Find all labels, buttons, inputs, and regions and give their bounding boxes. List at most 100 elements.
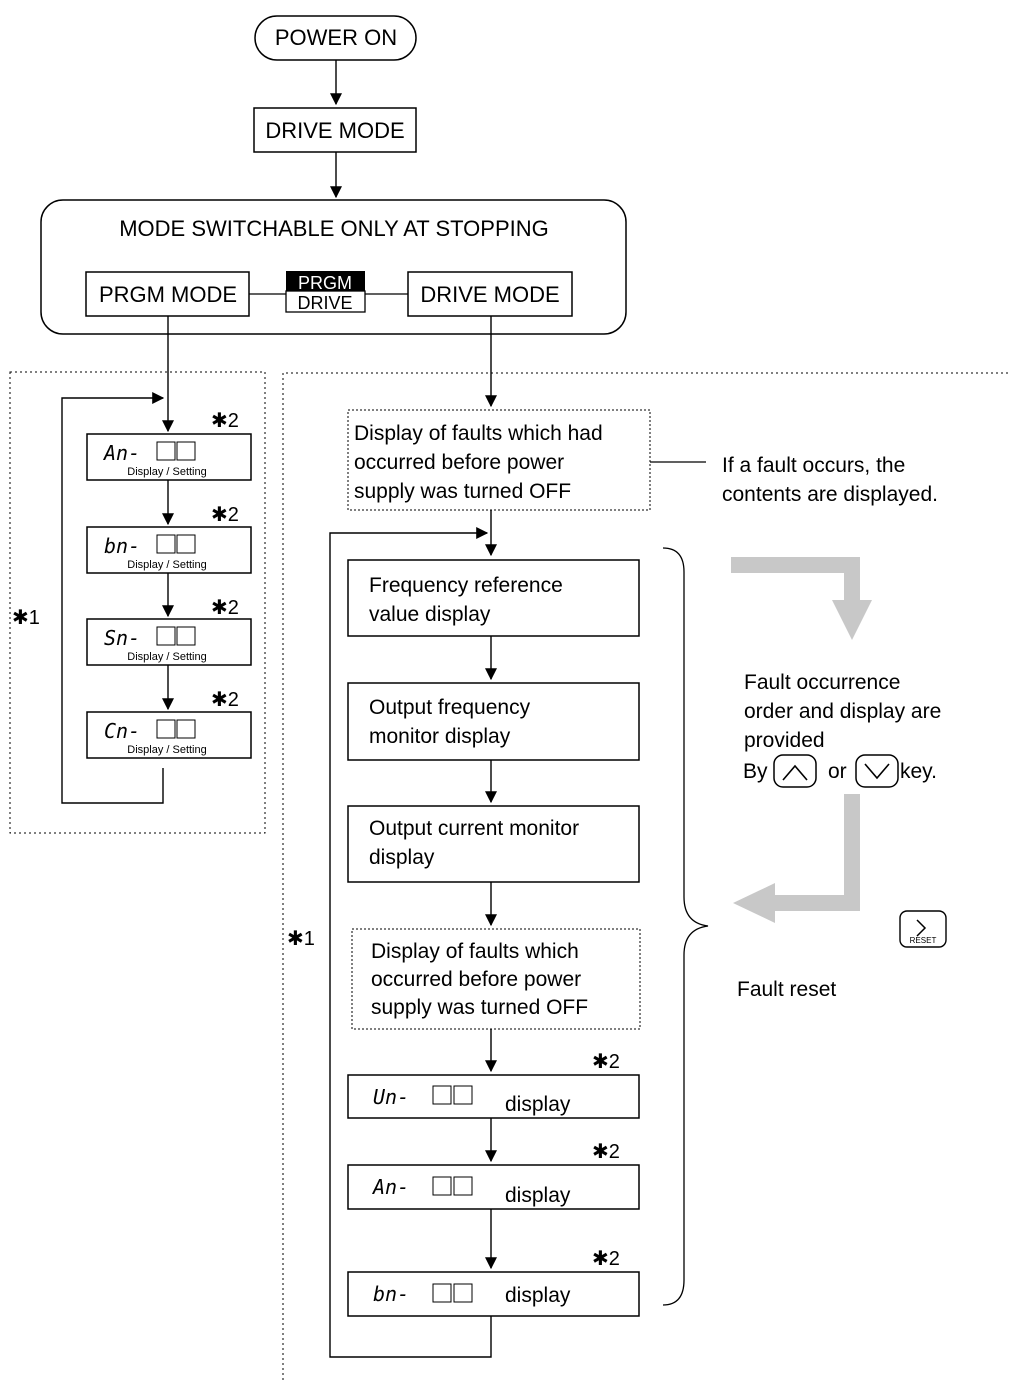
mode-switch-panel	[40, 199, 627, 335]
by-label: By	[743, 760, 768, 783]
right-brace	[662, 547, 709, 1306]
out-freq-line-2: monitor display	[369, 725, 511, 748]
param-group-bn: ✱2 bn- Display / Setting	[86, 504, 252, 574]
fault-reset-label: Fault reset	[737, 978, 836, 1001]
un-display-box	[347, 1074, 640, 1119]
right-loop-marker: ✱1	[287, 928, 315, 950]
faults-display-box	[351, 928, 641, 1030]
gray-arrow-down	[731, 557, 860, 600]
drive-mode-right-label: DRIVE MODE	[420, 282, 559, 307]
param-group-cn: ✱2 Cn- Display / Setting	[86, 689, 252, 759]
param-display-box	[86, 433, 252, 481]
digit-cell	[176, 719, 196, 739]
digit-cell	[432, 1176, 452, 1196]
note-2: ✱2	[211, 597, 239, 619]
prgm-mode-frame	[9, 371, 266, 834]
gray-arrowhead-left	[733, 883, 775, 923]
out-current-box	[347, 805, 640, 883]
down-key[interactable]	[855, 754, 899, 788]
prior-faults-line-1: Display of faults which had	[354, 422, 603, 445]
faults-display-line-3: supply was turned OFF	[371, 996, 588, 1019]
digit-cell	[453, 1085, 473, 1105]
power-on-label: POWER ON	[275, 25, 397, 50]
up-key-frame[interactable]	[773, 754, 817, 788]
prgm-key-top-label: PRGM	[298, 273, 352, 293]
param-group-sn: ✱2 Sn- Display / Setting	[86, 597, 252, 666]
note-2: ✱2	[592, 1051, 620, 1073]
fault-note-line-2: contents are displayed.	[722, 483, 938, 506]
fault-order-line-1: Fault occurrence	[744, 671, 900, 694]
param-code: Sn-	[104, 626, 140, 650]
freq-ref-line-2: value display	[369, 603, 491, 626]
prgm-key-top	[286, 271, 365, 291]
un-code: Un-	[373, 1085, 409, 1109]
gray-arrow-left	[775, 794, 860, 911]
fault-order-line-2: order and display are	[744, 700, 941, 723]
up-key[interactable]	[773, 754, 817, 788]
fault-note-line-1: If a fault occurs, the	[722, 454, 905, 477]
mode-switch-title: MODE SWITCHABLE ONLY AT STOPPING	[119, 216, 549, 241]
prior-faults-line-3: supply was turned OFF	[354, 480, 571, 503]
digit-cell	[432, 1283, 452, 1303]
down-arrow-icon	[864, 763, 890, 780]
param-code: Cn-	[104, 719, 140, 743]
left-loop-line	[61, 392, 165, 804]
prgm-key-bottom	[285, 290, 366, 313]
un-display-word: display	[505, 1093, 571, 1116]
digit-cell	[156, 441, 176, 461]
or-label: or	[828, 760, 847, 783]
faults-display-line-1: Display of faults which	[371, 940, 579, 963]
note-2: ✱2	[211, 689, 239, 711]
param-sublabel: Display / Setting	[127, 744, 206, 756]
bn-display-box	[347, 1271, 640, 1317]
prior-faults-box	[347, 409, 651, 511]
note-2: ✱2	[211, 410, 239, 432]
key-label: key.	[900, 760, 937, 783]
drive-mode-right-box	[407, 271, 573, 317]
an-display-word: display	[505, 1184, 571, 1207]
out-current-line-1: Output current monitor	[369, 817, 579, 840]
prgm-drive-key: PRGM DRIVE	[285, 271, 366, 313]
digit-cell	[156, 626, 176, 646]
prgm-mode-label: PRGM MODE	[99, 282, 237, 307]
note-2: ✱2	[211, 504, 239, 526]
up-arrow-icon	[782, 764, 808, 781]
freq-ref-box	[347, 559, 640, 637]
param-sublabel: Display / Setting	[127, 466, 206, 478]
digit-cell	[176, 534, 196, 554]
param-sublabel: Display / Setting	[127, 651, 206, 663]
param-display-box	[86, 711, 252, 759]
right-chevron-icon	[916, 919, 927, 937]
note-2: ✱2	[592, 1248, 620, 1270]
out-current-line-2: display	[369, 846, 435, 869]
faults-display-line-2: occurred before power	[371, 968, 581, 991]
digit-cell	[176, 626, 196, 646]
drive-mode-box	[253, 107, 417, 153]
digit-cell	[176, 441, 196, 461]
prior-faults-line-2: occurred before power	[354, 451, 564, 474]
reset-key[interactable]: RESET	[899, 910, 947, 948]
prgm-key-bottom-label: DRIVE	[297, 293, 352, 313]
freq-ref-line-1: Frequency reference	[369, 574, 563, 597]
reset-key-label: RESET	[910, 936, 937, 945]
param-display-box	[86, 618, 252, 666]
fault-order-line-3: provided	[744, 729, 825, 752]
left-loop-marker: ✱1	[12, 607, 40, 629]
drive-mode-frame	[282, 372, 1011, 1380]
param-code: An-	[102, 441, 140, 465]
out-freq-line-1: Output frequency	[369, 696, 531, 719]
param-group-an: ✱2 An- Display / Setting	[86, 410, 252, 481]
digit-cell	[453, 1176, 473, 1196]
digit-cell	[156, 534, 176, 554]
digit-cell	[432, 1085, 452, 1105]
down-key-frame[interactable]	[855, 754, 899, 788]
right-loop-line	[329, 527, 492, 1358]
an-display-box	[347, 1164, 640, 1210]
param-sublabel: Display / Setting	[127, 559, 206, 571]
note-2: ✱2	[592, 1141, 620, 1163]
bn-code: bn-	[373, 1282, 409, 1306]
an-code: An-	[371, 1175, 409, 1199]
gray-arrowhead-down	[832, 600, 872, 640]
digit-cell	[453, 1283, 473, 1303]
